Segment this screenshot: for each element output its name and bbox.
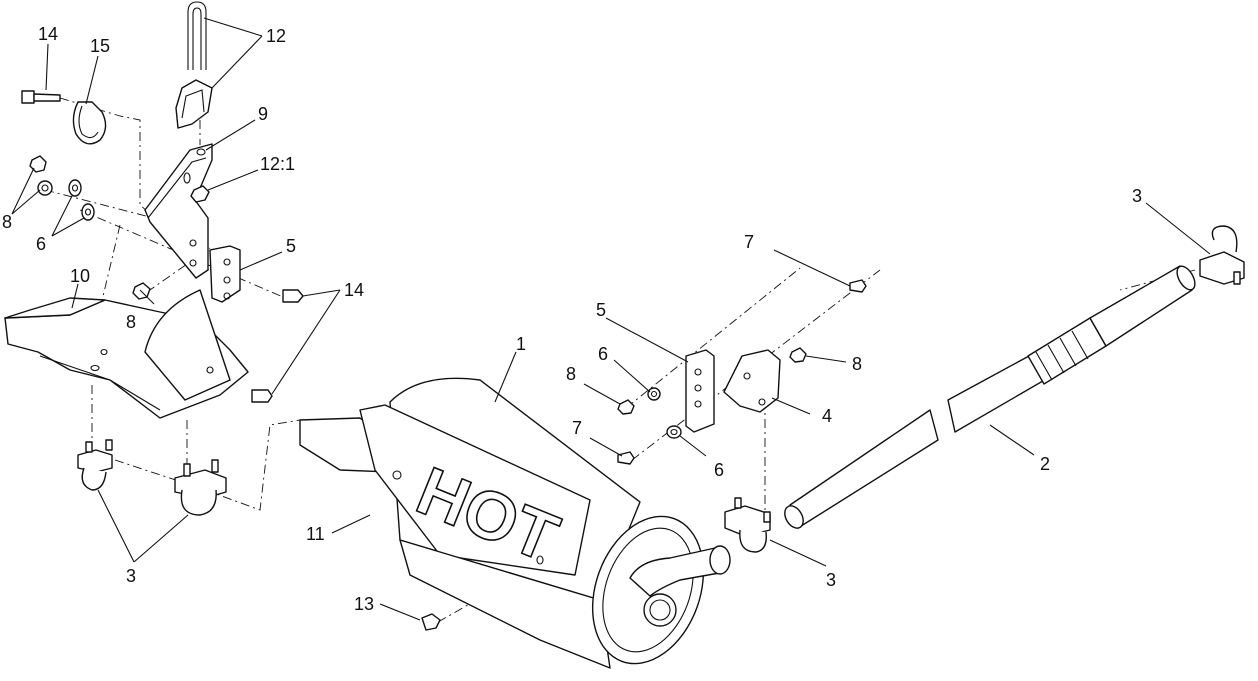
part-4-bracket [723, 349, 781, 413]
callout-3-right-low: 3 [826, 570, 836, 590]
callout-2: 2 [1040, 454, 1050, 474]
callout-8-right-a: 8 [566, 364, 576, 384]
callout-10: 10 [70, 266, 90, 286]
callout-5-left: 5 [286, 236, 296, 256]
part-3-clamp-left-a [77, 439, 113, 491]
callout-4: 4 [822, 406, 832, 426]
hardware-right [617, 279, 867, 465]
nut-12-1 [190, 185, 210, 203]
callout-7-lower: 7 [572, 418, 582, 438]
part-5-plate-right [685, 349, 715, 433]
part-15-clamp [72, 101, 107, 145]
callout-8-left: 8 [2, 212, 12, 232]
callout-3-left: 3 [126, 566, 136, 586]
bolt-14-top [21, 90, 61, 104]
callout-6-upper: 6 [598, 344, 608, 364]
part-2-pipe [784, 265, 1196, 529]
callout-5-right: 5 [596, 300, 606, 320]
callout-13: 13 [354, 594, 374, 614]
callout-6-lower: 6 [714, 460, 724, 480]
bolts-14-right [251, 289, 304, 403]
callout-12: 12 [266, 26, 286, 46]
part-1-muffler [299, 377, 731, 669]
callout-14-right: 14 [344, 280, 364, 300]
callout-8-right-b: 8 [852, 354, 862, 374]
part-3-clamp-right-low [724, 497, 771, 553]
callout-15: 15 [90, 36, 110, 56]
part-5-plate-left [209, 245, 241, 303]
callout-6-left: 6 [36, 234, 46, 254]
callouts: 14 15 12 9 12:1 8 6 5 10 8 14 1 3 11 13 … [2, 24, 1142, 614]
callout-14-top: 14 [38, 24, 58, 44]
callout-3-right-top: 3 [1132, 186, 1142, 206]
callout-8-mid: 8 [126, 312, 136, 332]
callout-12-1: 12:1 [260, 154, 295, 174]
part-3-clamp-right-top [1199, 225, 1245, 285]
bolt-13 [421, 613, 441, 631]
part-10-heat-shield [4, 289, 249, 419]
callout-1: 1 [516, 334, 526, 354]
part-12-hook [175, 1, 213, 129]
callout-9: 9 [258, 104, 268, 124]
leader-lines [11, 17, 1211, 621]
part-9-bracket [144, 143, 213, 279]
callout-11: 11 [306, 524, 325, 544]
hardware-8-6-left [29, 155, 151, 300]
callout-7-upper: 7 [744, 232, 754, 252]
part-3-clamp-left-b [174, 459, 227, 516]
